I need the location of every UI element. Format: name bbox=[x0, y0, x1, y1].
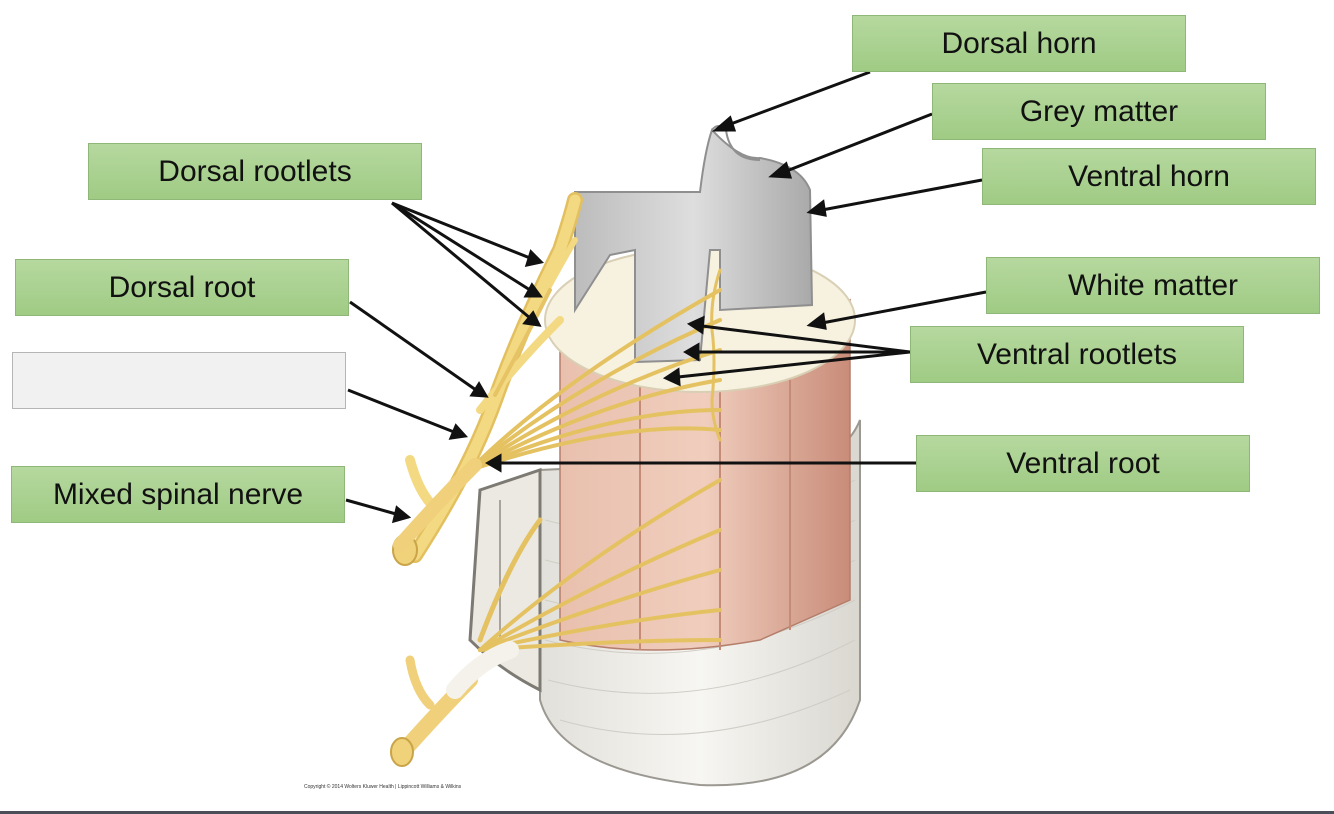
label-white-matter: White matter bbox=[986, 257, 1320, 314]
copyright-notice: Copyright © 2014 Wolters Kluwer Health |… bbox=[304, 784, 462, 790]
grey-matter bbox=[574, 128, 814, 364]
bottom-divider bbox=[0, 811, 1334, 814]
label-dorsal-root: Dorsal root bbox=[15, 259, 349, 316]
label-ventral-rootlets: Ventral rootlets bbox=[910, 326, 1244, 383]
label-dorsal-horn: Dorsal horn bbox=[852, 15, 1186, 72]
label-grey-matter: Grey matter bbox=[932, 83, 1266, 140]
label-mixed-spinal-nerve: Mixed spinal nerve bbox=[11, 466, 345, 523]
ventral-rootlets-fan bbox=[468, 268, 722, 472]
lower-nerve bbox=[390, 478, 722, 767]
label-ventral-horn: Ventral horn bbox=[982, 148, 1316, 205]
label-ventral-root: Ventral root bbox=[916, 435, 1250, 492]
label-blank-answer-box[interactable] bbox=[12, 352, 346, 409]
pointer-arrows bbox=[345, 70, 987, 524]
ventral-root-trunk bbox=[393, 458, 482, 552]
label-dorsal-rootlets: Dorsal rootlets bbox=[88, 143, 422, 200]
